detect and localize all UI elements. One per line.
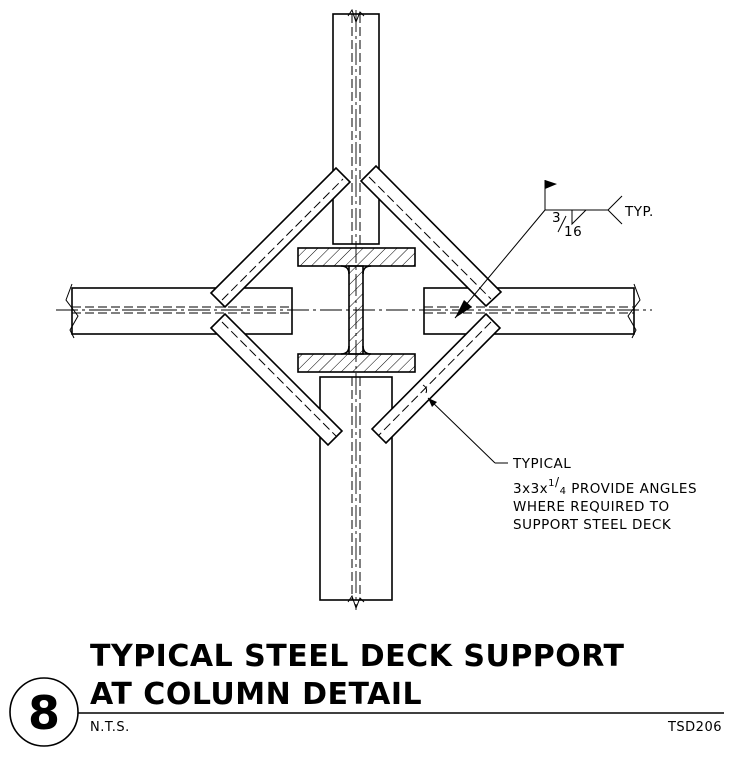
sheet-reference: TSD206 [667,720,722,735]
angle-support-upper-right [359,164,503,308]
column-top-flange [297,247,416,267]
weld-size-numerator: 3 [552,210,561,226]
left-beam [65,283,293,339]
column-bottom-flange [297,353,416,373]
weld-tail-icon [607,195,623,225]
weld-symbol: 3 16 TYP. [454,180,654,319]
callout-line-1: TYPICAL [512,456,571,472]
scale-note: N.T.S. [90,720,130,735]
weld-size-denominator: 16 [564,224,582,240]
callout-frac-slash: / [555,475,560,489]
fillet-weld-triangle-icon [571,209,587,226]
angle-callout-leader [422,384,508,464]
title-block: 8 TYPICAL STEEL DECK SUPPORT AT COLUMN D… [9,639,724,747]
detail-title-line-2: AT COLUMN DETAIL [90,677,422,712]
callout-line-2-prefix: 3x3x [513,481,548,497]
angle-support-lower-left [209,312,344,447]
field-weld-flag-icon [545,180,557,189]
angle-callout-note: TYPICAL 3x3x1/4 PROVIDE ANGLES WHERE REQ… [512,456,697,533]
weld-tail-note: TYP. [624,204,654,220]
callout-line-3: WHERE REQUIRED TO [513,499,670,515]
right-beam [423,283,641,339]
callout-frac-num: 1 [548,478,555,489]
angle-support-lower-right [370,312,502,445]
weld-arrow-head-icon [455,300,472,318]
detail-number: 8 [28,686,60,740]
detail-number-circle [9,677,79,747]
detail-title-line-1: TYPICAL STEEL DECK SUPPORT [90,639,625,674]
callout-arrow-head-icon [428,398,437,407]
callout-line-2-suffix: PROVIDE ANGLES [566,481,697,497]
angle-support-upper-left [209,166,352,309]
callout-line-4: SUPPORT STEEL DECK [513,517,672,533]
callout-frac-den: 4 [560,486,567,497]
callout-line-2: 3x3x1/4 PROVIDE ANGLES [513,475,697,497]
